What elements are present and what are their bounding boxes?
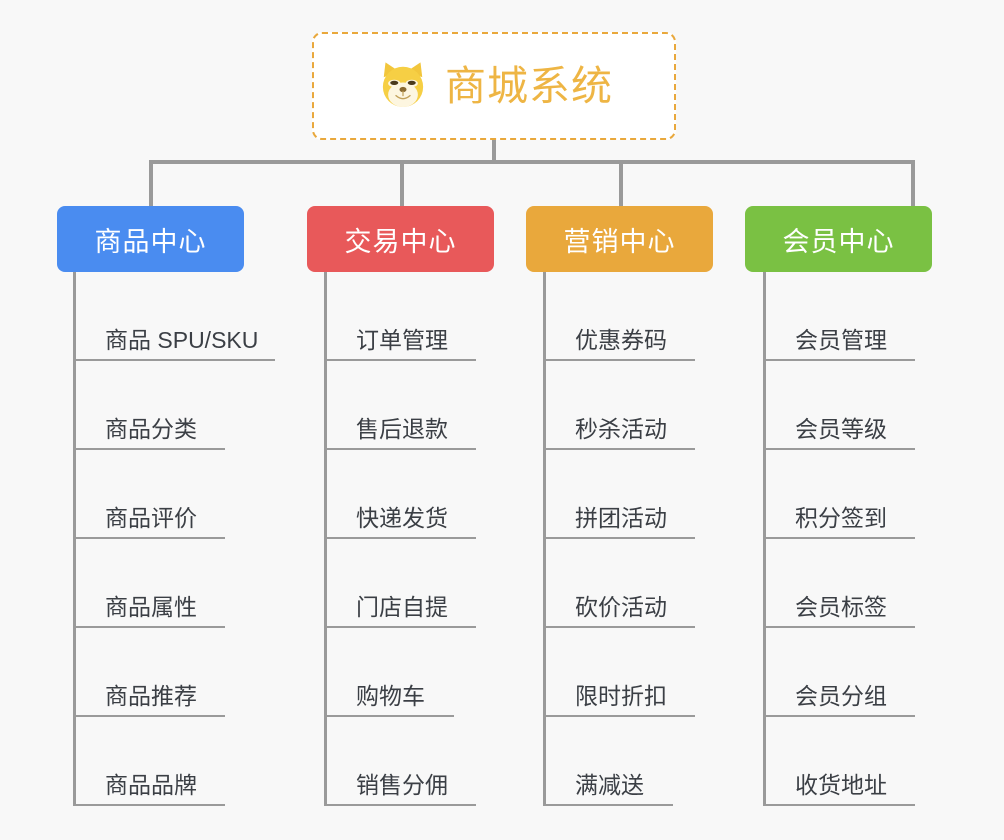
shiba-dog-face-icon (375, 58, 431, 114)
leaf-item-label: 优惠券码 (575, 326, 667, 353)
leaf-trunk-line (73, 272, 76, 806)
root-node-label: 商城系统 (445, 62, 613, 109)
leaf-item-underline (324, 715, 454, 717)
connector-horizontal-bus (149, 160, 915, 164)
category-label: 商品中心 (94, 226, 207, 257)
leaf-item-label: 商品 SPU/SKU (105, 326, 259, 353)
leaf-item-underline (763, 715, 915, 717)
leaf-item-label: 积分签到 (795, 504, 887, 531)
leaf-item-label: 会员标签 (795, 593, 887, 620)
leaf-item-label: 商品分类 (105, 415, 197, 442)
leaf-item-label: 订单管理 (356, 326, 448, 353)
leaf-item-label: 门店自提 (356, 593, 448, 620)
connector-drop-商品中心 (149, 160, 153, 206)
leaf-item-underline (324, 448, 476, 450)
leaf-item-label: 商品推荐 (105, 682, 197, 709)
leaf-item-label: 会员等级 (795, 415, 887, 442)
leaf-item-underline (324, 537, 476, 539)
category-box-商品中心[interactable]: 商品中心 (57, 206, 244, 272)
leaf-item-label: 限时折扣 (575, 682, 667, 709)
leaf-item-underline (543, 626, 695, 628)
category-box-交易中心[interactable]: 交易中心 (307, 206, 494, 272)
leaf-item-underline (763, 537, 915, 539)
leaf-item-underline (324, 359, 476, 361)
category-box-营销中心[interactable]: 营销中心 (526, 206, 713, 272)
connector-drop-会员中心 (911, 160, 915, 206)
leaf-item-underline (73, 359, 275, 361)
leaf-item-underline (73, 626, 225, 628)
category-label: 会员中心 (782, 226, 895, 257)
connector-drop-交易中心 (400, 160, 404, 206)
leaf-trunk-line (324, 272, 327, 806)
leaf-item-underline (763, 804, 915, 806)
leaf-item-underline (73, 715, 225, 717)
leaf-item-underline (543, 448, 695, 450)
leaf-item-underline (543, 715, 695, 717)
leaf-item-label: 满减送 (575, 771, 644, 798)
leaf-item-underline (763, 359, 915, 361)
category-label: 营销中心 (563, 226, 676, 257)
leaf-item-label: 拼团活动 (575, 504, 667, 531)
leaf-trunk-line (543, 272, 546, 806)
leaf-item-label: 商品属性 (105, 593, 197, 620)
leaf-item-underline (763, 626, 915, 628)
leaf-item-label: 收货地址 (795, 771, 887, 798)
leaf-item-underline (543, 804, 673, 806)
leaf-item-label: 购物车 (356, 682, 425, 709)
leaf-item-underline (73, 537, 225, 539)
leaf-item-label: 商品评价 (105, 504, 197, 531)
leaf-item-label: 售后退款 (356, 415, 448, 442)
leaf-trunk-line (763, 272, 766, 806)
leaf-item-label: 销售分佣 (356, 771, 448, 798)
leaf-item-underline (543, 359, 695, 361)
leaf-item-label: 会员分组 (795, 682, 887, 709)
leaf-item-label: 会员管理 (795, 326, 887, 353)
leaf-item-label: 快递发货 (356, 504, 448, 531)
leaf-item-underline (543, 537, 695, 539)
leaf-item-label: 商品品牌 (105, 771, 197, 798)
category-box-会员中心[interactable]: 会员中心 (745, 206, 932, 272)
leaf-item-underline (73, 804, 225, 806)
leaf-item-underline (324, 804, 476, 806)
category-label: 交易中心 (344, 226, 457, 257)
leaf-item-underline (324, 626, 476, 628)
root-node-mall-system[interactable]: 商城系统 (312, 32, 676, 140)
leaf-item-label: 砍价活动 (575, 593, 667, 620)
connector-drop-营销中心 (619, 160, 623, 206)
leaf-item-underline (73, 448, 225, 450)
leaf-item-label: 秒杀活动 (575, 415, 667, 442)
leaf-item-underline (763, 448, 915, 450)
connector-root-stem (492, 140, 496, 162)
